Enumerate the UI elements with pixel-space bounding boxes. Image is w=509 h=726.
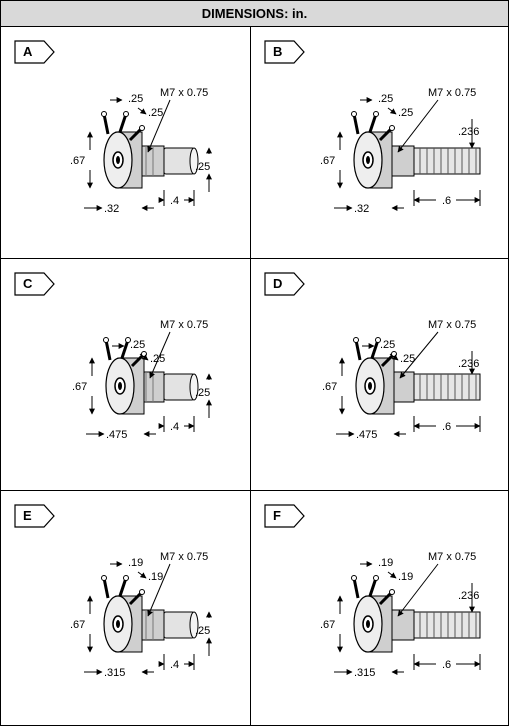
shaft-diameter: .236: [458, 358, 479, 370]
body-depth: .315: [354, 667, 375, 679]
shaft-length: .4: [170, 659, 179, 671]
body-depth: .32: [354, 203, 369, 215]
shaft-length: .4: [170, 421, 179, 433]
pot-body: [353, 595, 393, 653]
tag-shape: [14, 504, 55, 528]
terminal-spacing-1: .25: [380, 339, 395, 351]
thread-spec: M7 x 0.75: [428, 551, 476, 563]
tag-shape: [264, 40, 305, 64]
pot-body: [103, 131, 143, 189]
terminal-spacing-2: .25: [148, 107, 163, 119]
potentiometer-drawing: M7 x 0.75 .19 .19 .67 .236 .6: [320, 551, 481, 679]
terminal-spacing-1: .25: [130, 339, 145, 351]
tag-shape: [264, 504, 305, 528]
terminal-spacing-2: .19: [148, 571, 163, 583]
body-depth: .475: [106, 429, 127, 441]
figure-label: E: [23, 508, 32, 523]
thread-spec: M7 x 0.75: [428, 319, 476, 331]
potentiometer-drawing: M7 x 0.75 .25 .25 .67 .25 .4: [72, 319, 212, 441]
figure-cell-d: M7 x 0.75 .25 .25 .67 .236 .6: [250, 258, 498, 490]
figure-label: C: [23, 276, 33, 291]
pot-body: [355, 357, 395, 415]
shaft-diameter: .236: [458, 590, 479, 602]
figure-cell-c: M7 x 0.75 .25 .25 .67 .25 .4: [0, 258, 248, 490]
shaft-length: .6: [442, 659, 451, 671]
knurled-shaft: [389, 145, 481, 177]
figure-tag: B: [264, 40, 308, 64]
shaft-diameter: .25: [195, 625, 210, 637]
figure-cell-e: M7 x 0.75 .19 .19 .67 .25 .4: [0, 490, 248, 722]
figure-tag: A: [14, 40, 58, 64]
knurled-shaft: [389, 371, 481, 403]
body-height: .67: [320, 619, 335, 631]
potentiometer-drawing: M7 x 0.75 .25 .25 .67 .236 .6: [320, 87, 481, 215]
row-divider-1: [1, 258, 508, 259]
solder-terminals: [101, 575, 145, 606]
terminal-spacing-2: .25: [400, 353, 415, 365]
potentiometer-drawing: M7 x 0.75 .25 .25 .67 .236 .6: [322, 319, 481, 441]
terminal-spacing-2: .25: [398, 107, 413, 119]
body-height: .67: [322, 381, 337, 393]
shaft-length: .6: [442, 195, 451, 207]
terminal-spacing-1: .19: [128, 557, 143, 569]
tag-shape: [14, 272, 55, 296]
thread-spec: M7 x 0.75: [160, 551, 208, 563]
terminal-spacing-2: .19: [398, 571, 413, 583]
pot-body: [105, 357, 145, 415]
terminal-spacing-1: .25: [128, 93, 143, 105]
potentiometer-drawing: M7 x 0.75 .25 .25 .67 .25 .4: [70, 87, 212, 215]
pot-body: [103, 595, 143, 653]
column-divider: [250, 27, 251, 725]
terminal-spacing-2: .25: [150, 353, 165, 365]
figure-tag: D: [264, 272, 308, 296]
figure-cell-a: M7 x 0.75 .25 .25 .67 .25 .4: [0, 26, 248, 258]
thread-spec: M7 x 0.75: [160, 319, 208, 331]
thread-spec: M7 x 0.75: [428, 87, 476, 99]
body-depth: .315: [104, 667, 125, 679]
body-height: .67: [320, 155, 335, 167]
body-depth: .475: [356, 429, 377, 441]
thread-spec: M7 x 0.75: [160, 87, 208, 99]
shaft-length: .4: [170, 195, 179, 207]
solder-terminals: [351, 575, 395, 606]
figure-cell-b: M7 x 0.75 .25 .25 .67 .236 .6: [250, 26, 498, 258]
smooth-shaft: [139, 371, 199, 403]
shaft-diameter: .25: [195, 161, 210, 173]
pot-body: [353, 131, 393, 189]
terminal-spacing-1: .25: [378, 93, 393, 105]
sheet-title: DIMENSIONS: in.: [1, 1, 508, 27]
row-divider-2: [1, 490, 508, 491]
figure-label: D: [273, 276, 283, 291]
shaft-diameter: .25: [195, 387, 210, 399]
potentiometer-drawing: M7 x 0.75 .19 .19 .67 .25 .4: [70, 551, 212, 679]
body-depth: .32: [104, 203, 119, 215]
terminal-spacing-1: .19: [378, 557, 393, 569]
solder-terminals: [101, 111, 145, 142]
figure-label: F: [273, 508, 281, 523]
knurled-shaft: [389, 609, 481, 641]
figure-tag: F: [264, 504, 308, 528]
figure-tag: E: [14, 504, 58, 528]
shaft-diameter: .236: [458, 126, 479, 138]
figure-cell-f: M7 x 0.75 .19 .19 .67 .236 .6: [250, 490, 498, 722]
figure-tag: C: [14, 272, 58, 296]
tag-shape: [14, 40, 55, 64]
body-height: .67: [72, 381, 87, 393]
figure-label: B: [273, 44, 283, 59]
shaft-length: .6: [442, 421, 451, 433]
solder-terminals: [351, 111, 395, 142]
body-height: .67: [70, 619, 85, 631]
figure-label: A: [23, 44, 33, 59]
tag-shape: [264, 272, 305, 296]
body-height: .67: [70, 155, 85, 167]
